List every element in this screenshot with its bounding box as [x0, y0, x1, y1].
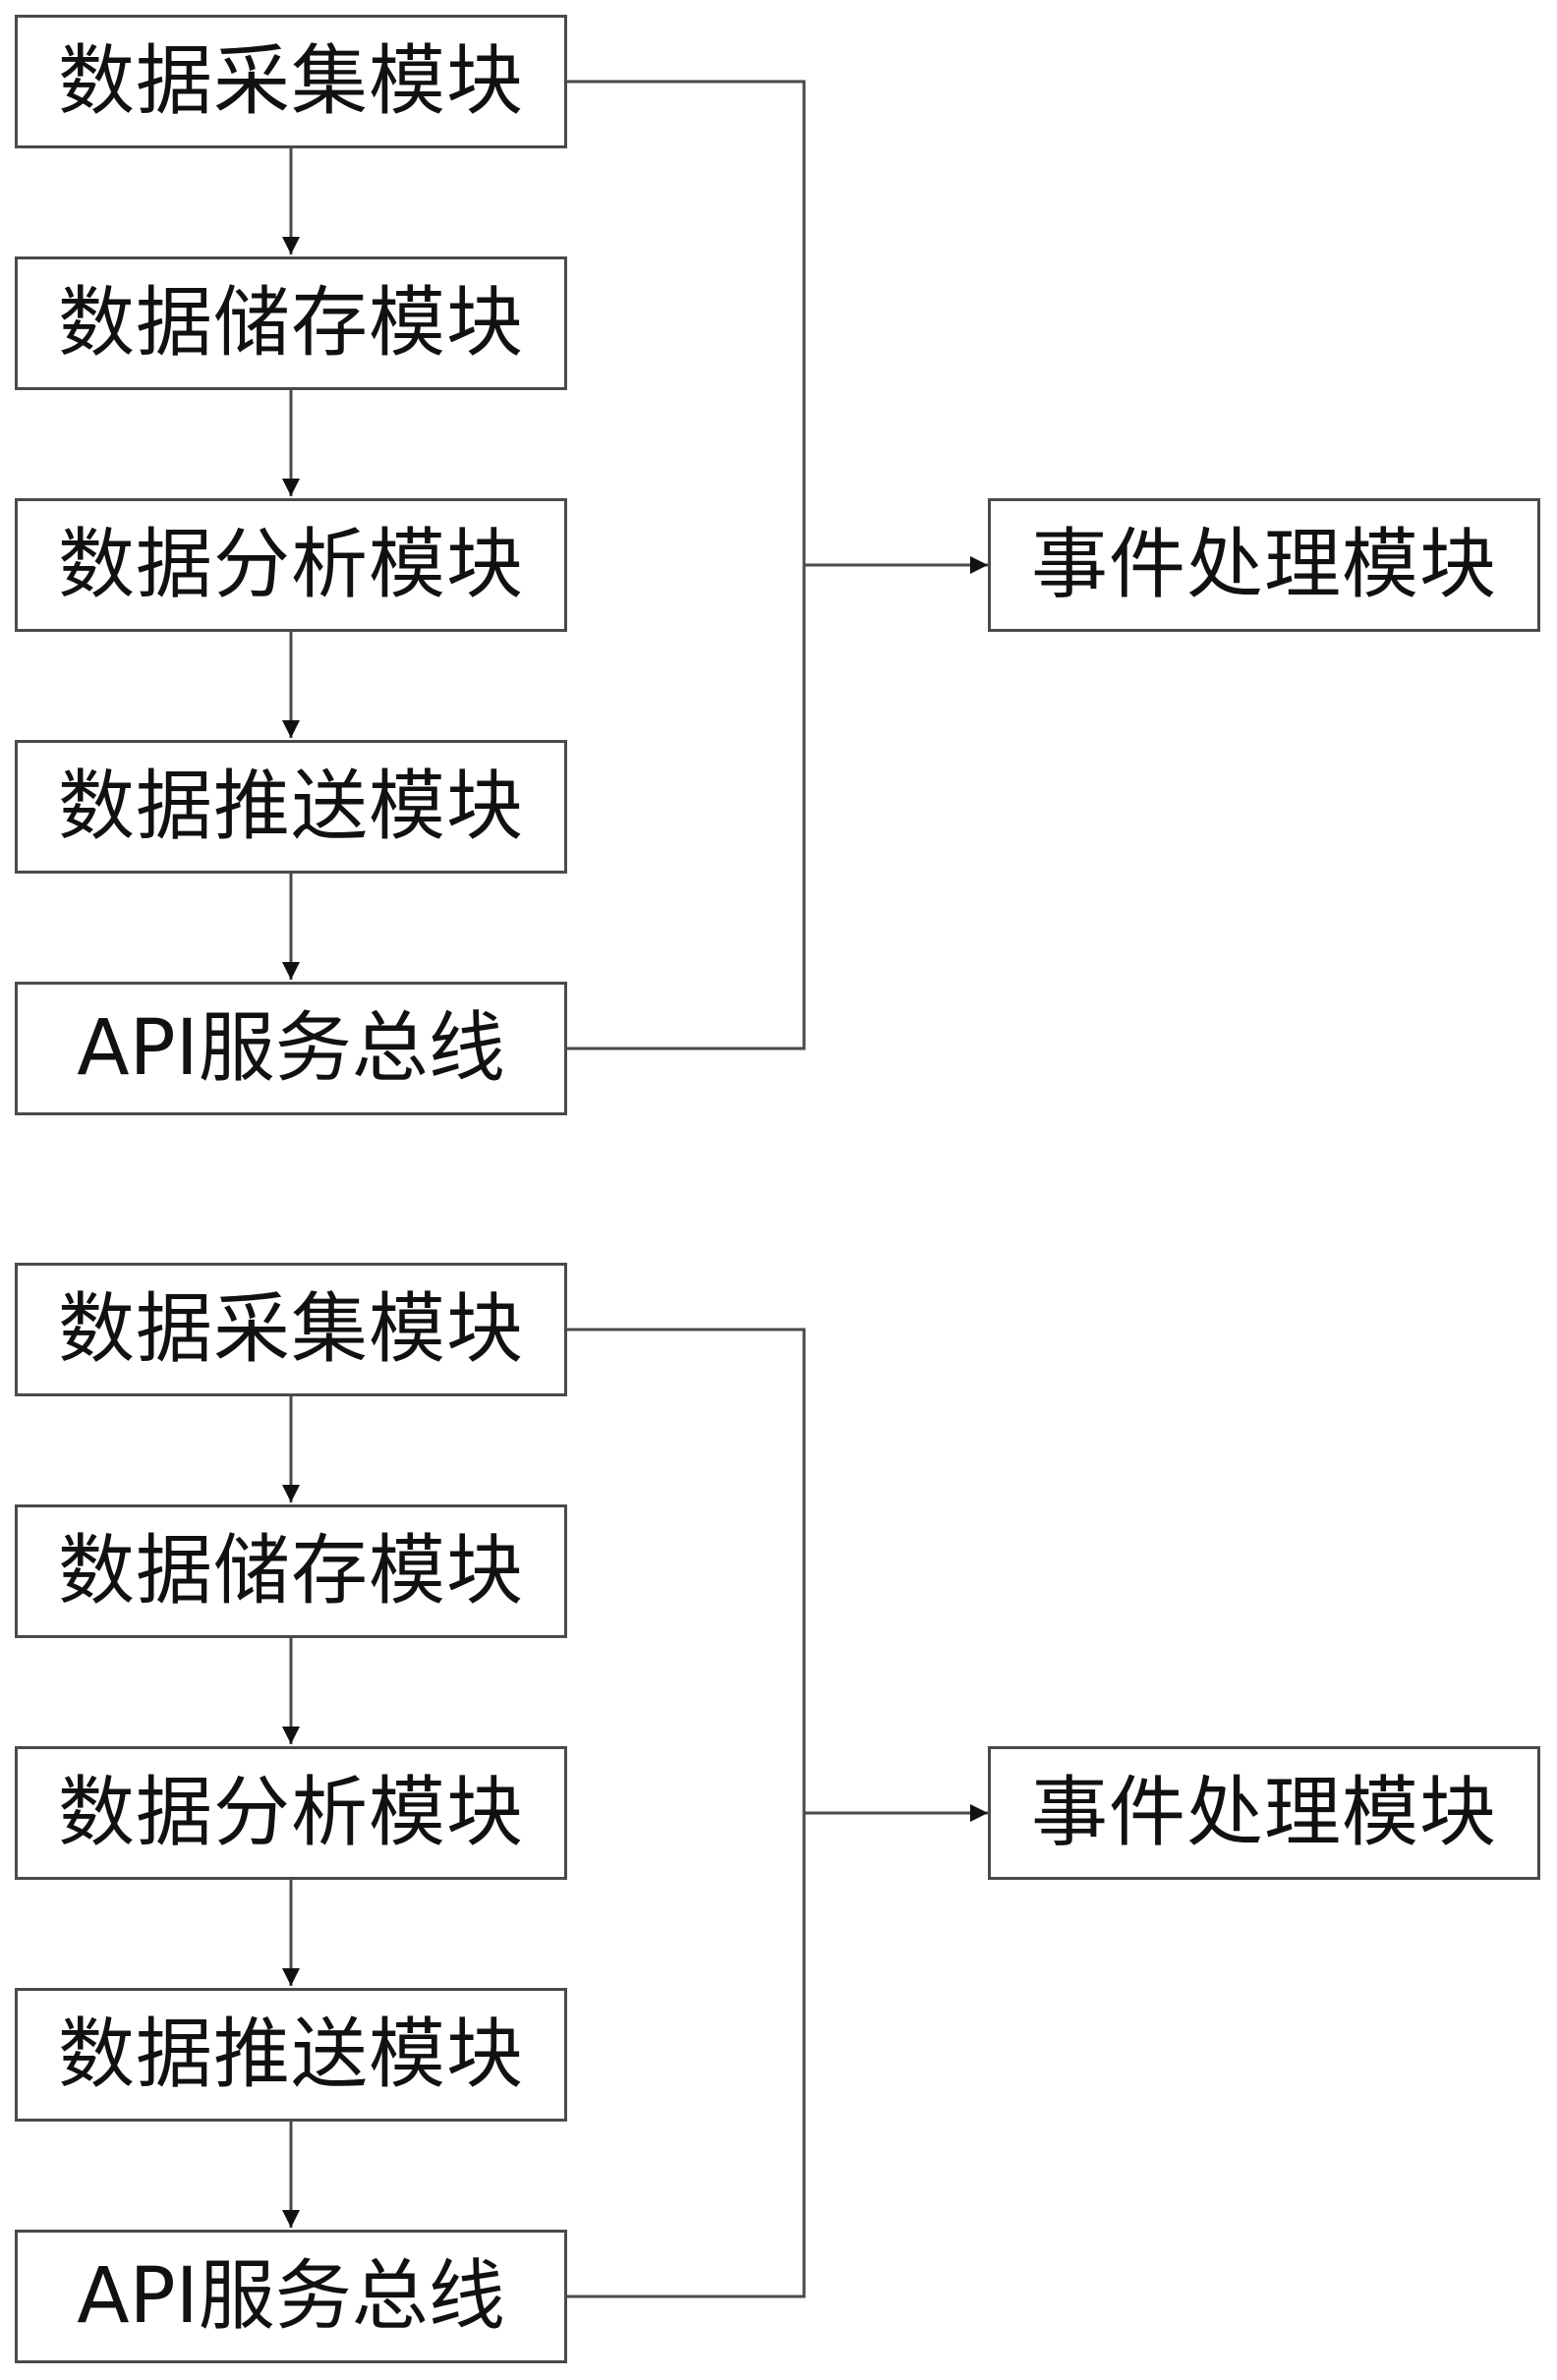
bracket-connector	[567, 80, 806, 1050]
data-collection-module: 数据采集模块	[15, 1263, 567, 1396]
data-push-module: 数据推送模块	[15, 740, 567, 874]
connector-lines-bottom	[282, 1328, 988, 2298]
flow-diagram-bottom: 数据采集模块 数据储存模块 数据分析模块 数据推送模块 API服务总线 事件处理…	[0, 1248, 1557, 2378]
flow-diagram-top: 数据采集模块 数据储存模块 数据分析模块 数据推送模块 API服务总线 事件处理…	[0, 0, 1557, 1130]
data-analysis-module: 数据分析模块	[15, 1746, 567, 1880]
api-service-bus: API服务总线	[15, 2230, 567, 2363]
data-collection-module: 数据采集模块	[15, 15, 567, 148]
connector-lines-top	[282, 80, 988, 1050]
data-storage-module: 数据储存模块	[15, 1504, 567, 1638]
bracket-connector	[567, 1328, 806, 2298]
data-analysis-module: 数据分析模块	[15, 498, 567, 632]
api-service-bus: API服务总线	[15, 982, 567, 1115]
data-storage-module: 数据储存模块	[15, 256, 567, 390]
data-push-module: 数据推送模块	[15, 1988, 567, 2122]
event-processing-module: 事件处理模块	[988, 498, 1540, 632]
event-processing-module: 事件处理模块	[988, 1746, 1540, 1880]
